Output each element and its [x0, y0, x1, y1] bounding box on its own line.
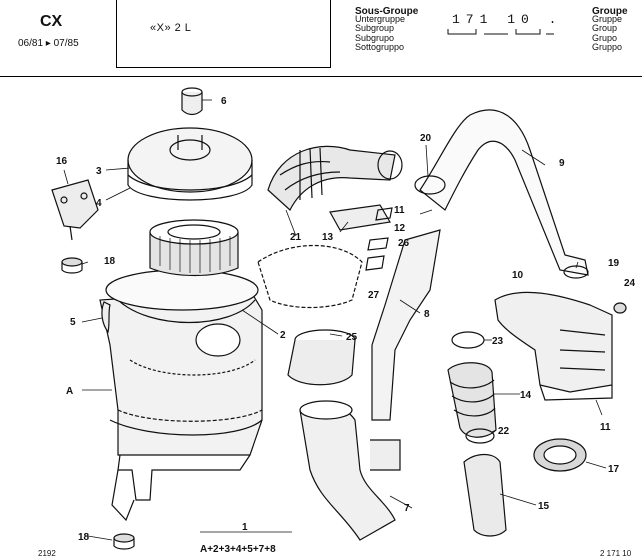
- footer-right-code: 2 171 10: [600, 549, 632, 558]
- subgroup-translation: Subgroup: [355, 23, 395, 34]
- callout-A: A: [66, 386, 73, 397]
- filter-element: [149, 219, 239, 277]
- callout-15: 15: [538, 501, 550, 512]
- rubber-grommet-lower: [113, 533, 135, 550]
- header-rule-bottom: [0, 76, 642, 77]
- flexible-hose: [463, 453, 507, 537]
- group-translation: Grupo: [592, 32, 618, 43]
- callout-14: 14: [520, 390, 532, 401]
- group-translation: Gruppo: [592, 42, 623, 53]
- callout-10: 10: [512, 270, 524, 281]
- callout-22: 22: [498, 426, 510, 437]
- clip-27: [365, 255, 385, 271]
- assembly-note: A+2+3+4+5+7+8: [200, 544, 276, 555]
- spring-clip: [101, 301, 111, 334]
- group-heading: Groupe: [592, 6, 628, 17]
- hose-clamp-upper: [414, 175, 446, 195]
- callout-21: 21: [290, 232, 302, 243]
- hex-nut: [613, 302, 627, 314]
- outlet-elbow: [287, 329, 356, 386]
- bent-air-pipe: [419, 109, 589, 276]
- callout-12: 12: [394, 223, 406, 234]
- model-name: CX: [40, 13, 63, 30]
- rubber-bellows: [447, 362, 497, 438]
- callout-11-left: 11: [394, 205, 405, 216]
- callout-17: 17: [608, 464, 620, 475]
- callout-2: 2: [280, 330, 286, 341]
- group-translation: Gruppe: [592, 14, 623, 24]
- callout-25: 25: [346, 332, 358, 343]
- mounting-bracket: [51, 179, 99, 241]
- callout-8: 8: [424, 309, 430, 320]
- footer-left-code: 2192: [38, 549, 56, 558]
- air-filter-housing: [99, 269, 263, 522]
- subgroup-code: 171 10 .: [452, 12, 563, 27]
- clip-26: [367, 237, 389, 251]
- filter-shroud: [257, 245, 363, 309]
- rubber-grommet-upper: [61, 257, 83, 274]
- callout-9: 9: [559, 158, 565, 169]
- callout-7: 7: [404, 503, 410, 514]
- callout-6: 6: [221, 96, 227, 107]
- subgroup-code-underline: [447, 29, 554, 35]
- clip-12: [375, 207, 393, 221]
- callout-13: 13: [322, 232, 334, 243]
- subgroup-translations: Untergruppe Subgroup Subgrupo Sottogrupp…: [355, 14, 406, 53]
- callout-27: 27: [368, 290, 380, 301]
- callout-5: 5: [70, 317, 76, 328]
- callout-20: 20: [420, 133, 432, 144]
- subgroup-heading: Sous-Groupe: [355, 6, 419, 17]
- header-rule-divider-left: [116, 0, 117, 68]
- production-dates: 06/81 ▸ 07/85: [18, 38, 79, 49]
- subgroup-translation: Untergruppe: [355, 14, 406, 24]
- callout-1: 1: [242, 522, 248, 533]
- callout-3: 3: [96, 166, 102, 177]
- air-duct-long: [371, 229, 441, 421]
- hose-clamp-22: [465, 428, 495, 444]
- breather-cap: [181, 87, 203, 116]
- callout-18-upper: 18: [104, 256, 116, 267]
- filter-lid: [127, 127, 253, 201]
- callout-24: 24: [624, 278, 636, 289]
- group-translation: Group: [592, 23, 618, 34]
- subgroup-translation: Sottogruppo: [355, 42, 405, 53]
- leader-lines: [63, 99, 607, 541]
- intake-duct: [329, 204, 391, 231]
- callout-11-right: 11: [600, 422, 611, 433]
- callout-19: 19: [608, 258, 620, 269]
- engine-variant: «X» 2 L: [150, 22, 192, 34]
- callout-23: 23: [492, 336, 504, 347]
- hose-clamp-23: [451, 331, 485, 349]
- group-translations: Gruppe Group Grupo Gruppo: [592, 14, 623, 53]
- header-rule-box-bottom: [116, 67, 331, 68]
- callout-16: 16: [56, 156, 68, 167]
- intake-hose: [267, 145, 403, 211]
- header-rule-divider-mid: [330, 0, 331, 68]
- callout-4: 4: [96, 198, 102, 209]
- callout-26: 26: [398, 238, 410, 249]
- callout-18-lower: 18: [78, 532, 90, 543]
- lower-intake-pipe: [299, 400, 401, 541]
- subgroup-translation: Subgrupo: [355, 32, 395, 43]
- gasket-ring: [533, 438, 587, 472]
- hose-clip-19: [563, 265, 589, 279]
- air-intake-box: [494, 291, 613, 401]
